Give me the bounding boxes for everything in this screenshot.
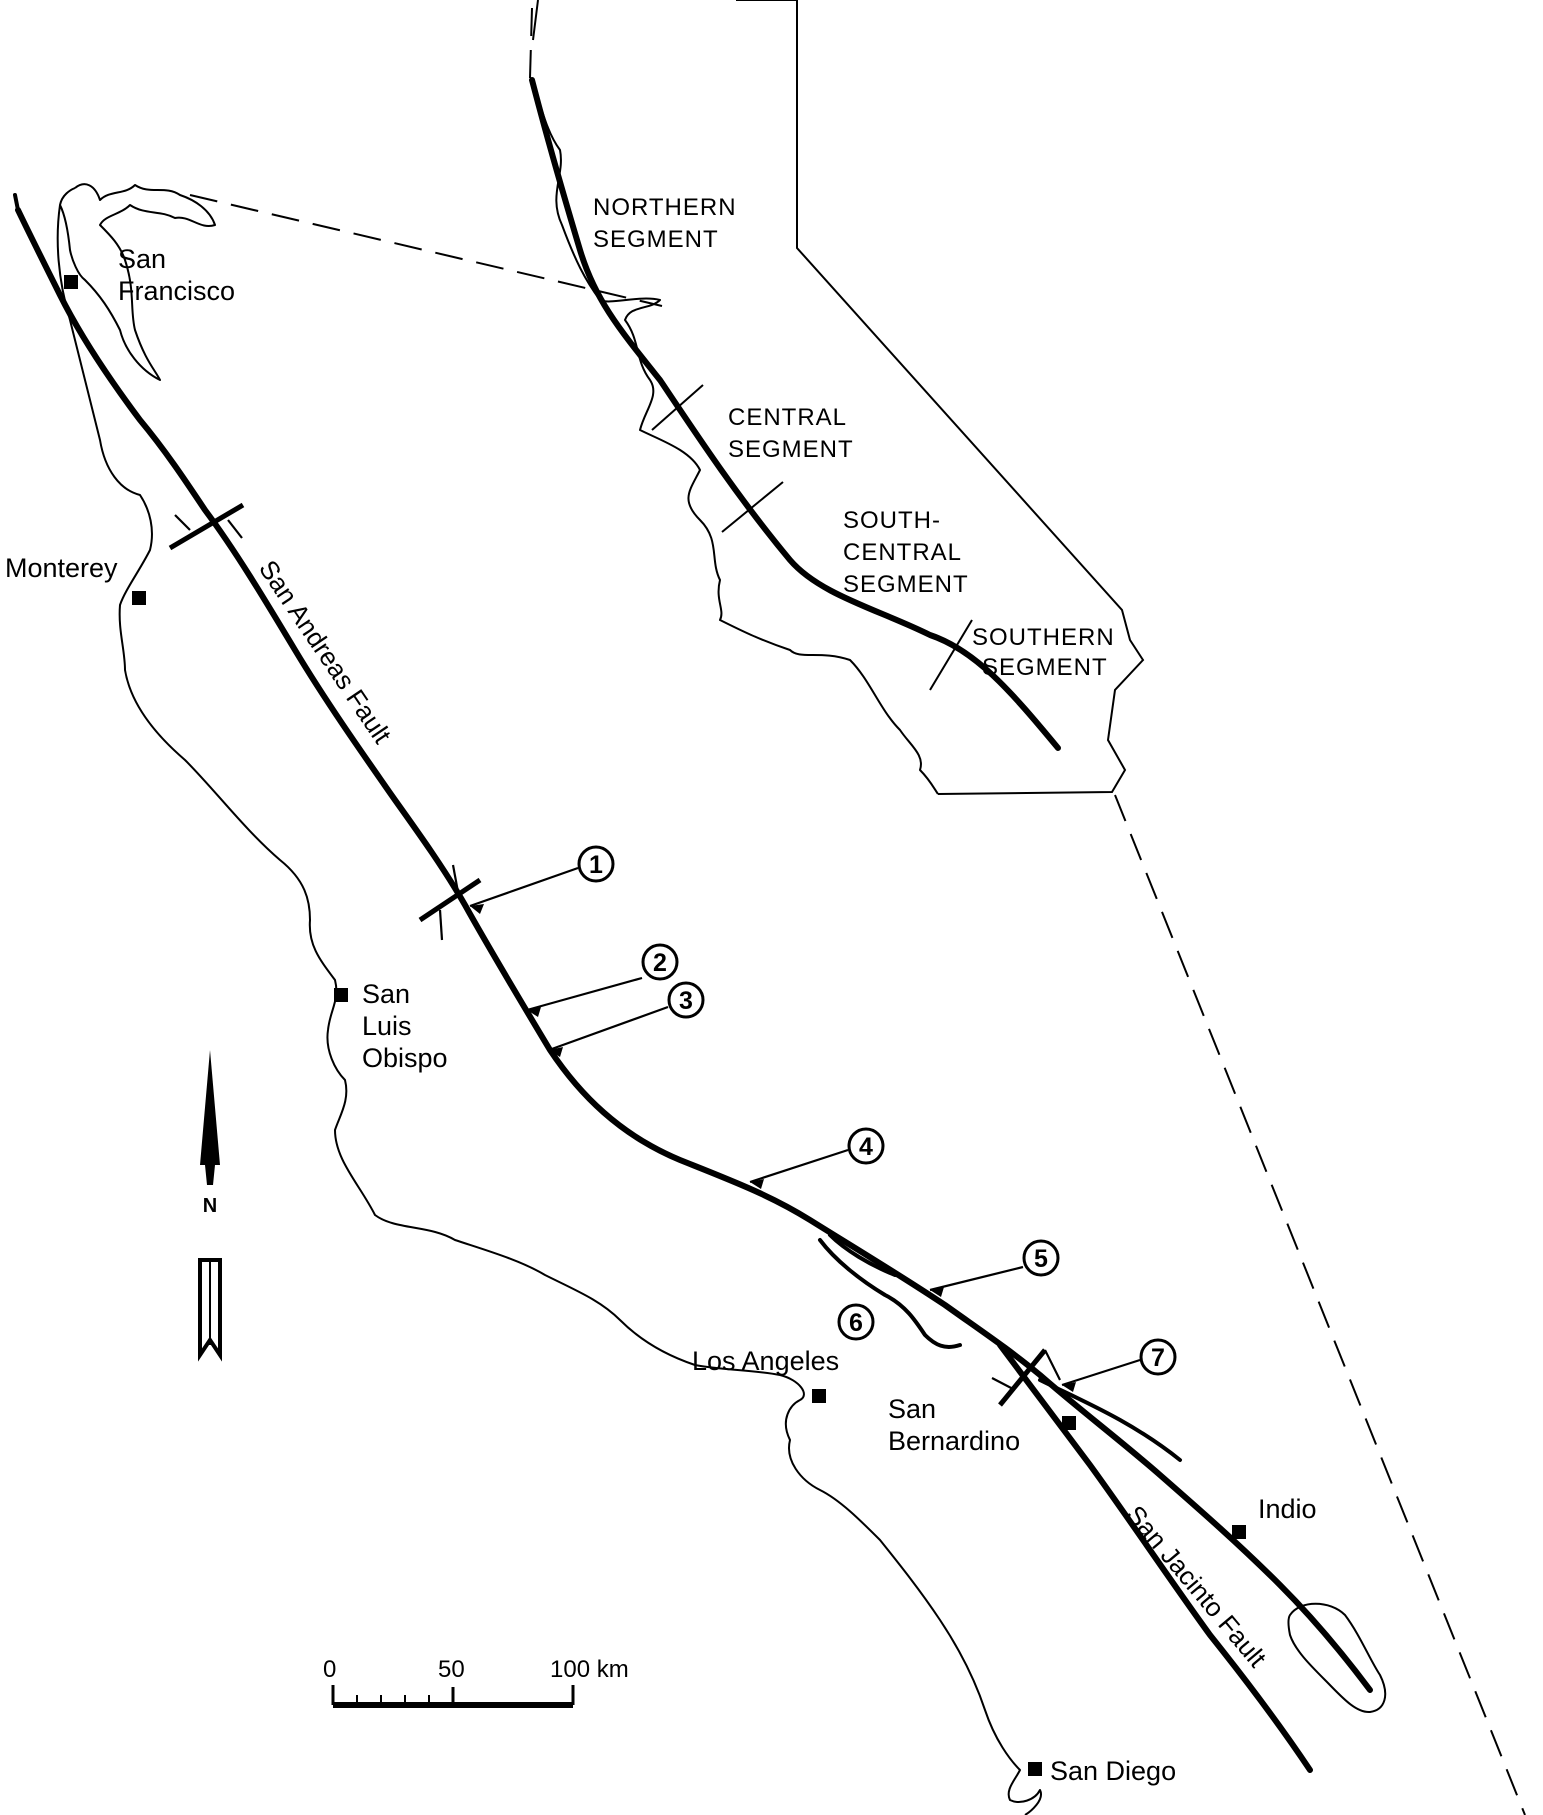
san-bernardino-label-1: San xyxy=(888,1394,936,1424)
north-arrow: N xyxy=(198,1050,222,1362)
site-2-callout: 2 xyxy=(526,943,679,1017)
southern-segment-label-2: SEGMENT xyxy=(982,654,1108,681)
southern-segment-label-1: SOUTHERN xyxy=(972,624,1115,651)
site-5-number: 5 xyxy=(1034,1245,1048,1273)
los-angeles-label: Los Angeles xyxy=(692,1346,839,1376)
site-6-number: 6 xyxy=(849,1309,863,1337)
san-francisco-marker xyxy=(64,275,78,289)
site-5-callout: 5 xyxy=(929,1239,1060,1297)
california-inset: NORTHERN SEGMENT CENTRAL SEGMENT SOUTH- … xyxy=(529,0,1145,795)
site-4-callout: 4 xyxy=(749,1127,885,1189)
monterey-marker xyxy=(132,591,146,605)
indio-label: Indio xyxy=(1258,1494,1317,1524)
central-segment-label-2: SEGMENT xyxy=(728,436,854,463)
inset-connector-south xyxy=(1114,794,1526,1815)
san-luis-obispo-label-2: Luis xyxy=(362,1011,412,1041)
scale-label-50: 50 xyxy=(438,1656,465,1683)
scale-bar: 0 50 100 km xyxy=(323,1656,629,1708)
san-bernardino-label-2: Bernardino xyxy=(888,1426,1020,1456)
san-luis-obispo-marker xyxy=(334,988,348,1002)
south-central-segment-label-2: CENTRAL xyxy=(843,539,962,566)
san-francisco-label-1: San xyxy=(118,244,166,274)
inset-connector-north xyxy=(189,194,663,307)
los-angeles-marker xyxy=(812,1389,826,1403)
site-6-callout: 6 xyxy=(837,1303,875,1341)
section-marker-1 xyxy=(168,502,1061,1407)
northern-segment-label-1: NORTHERN xyxy=(593,194,737,221)
san-francisco-label-2: Francisco xyxy=(118,276,235,306)
northern-segment-label-2: SEGMENT xyxy=(593,226,719,253)
site-1-callout: 1 xyxy=(469,845,615,914)
monterey-label: Monterey xyxy=(5,553,118,583)
site-2-number: 2 xyxy=(653,949,667,977)
site-7-number: 7 xyxy=(1151,1344,1165,1372)
san-luis-obispo-label-1: San xyxy=(362,979,410,1009)
san-diego-label: San Diego xyxy=(1050,1756,1176,1786)
central-segment-label-1: CENTRAL xyxy=(728,404,847,431)
scale-label-0: 0 xyxy=(323,1656,336,1683)
san-bernardino-marker xyxy=(1062,1416,1076,1430)
site-7-callout: 7 xyxy=(1061,1338,1177,1392)
san-andreas-fault-label: San Andreas Fault xyxy=(253,555,398,750)
site-3-callout: 3 xyxy=(548,981,705,1057)
site-3-number: 3 xyxy=(679,987,693,1015)
south-central-segment-label-1: SOUTH- xyxy=(843,507,941,534)
scale-label-100: 100 km xyxy=(550,1656,629,1683)
san-jacinto-fault-label: San Jacinto Fault xyxy=(1120,1500,1273,1674)
south-central-segment-label-3: SEGMENT xyxy=(843,571,969,598)
site-1-number: 1 xyxy=(589,851,603,879)
site-4-number: 4 xyxy=(859,1133,873,1161)
san-luis-obispo-label-3: Obispo xyxy=(362,1043,448,1073)
indio-marker xyxy=(1232,1525,1246,1539)
san-diego-marker xyxy=(1028,1762,1042,1776)
north-label: N xyxy=(203,1195,217,1217)
